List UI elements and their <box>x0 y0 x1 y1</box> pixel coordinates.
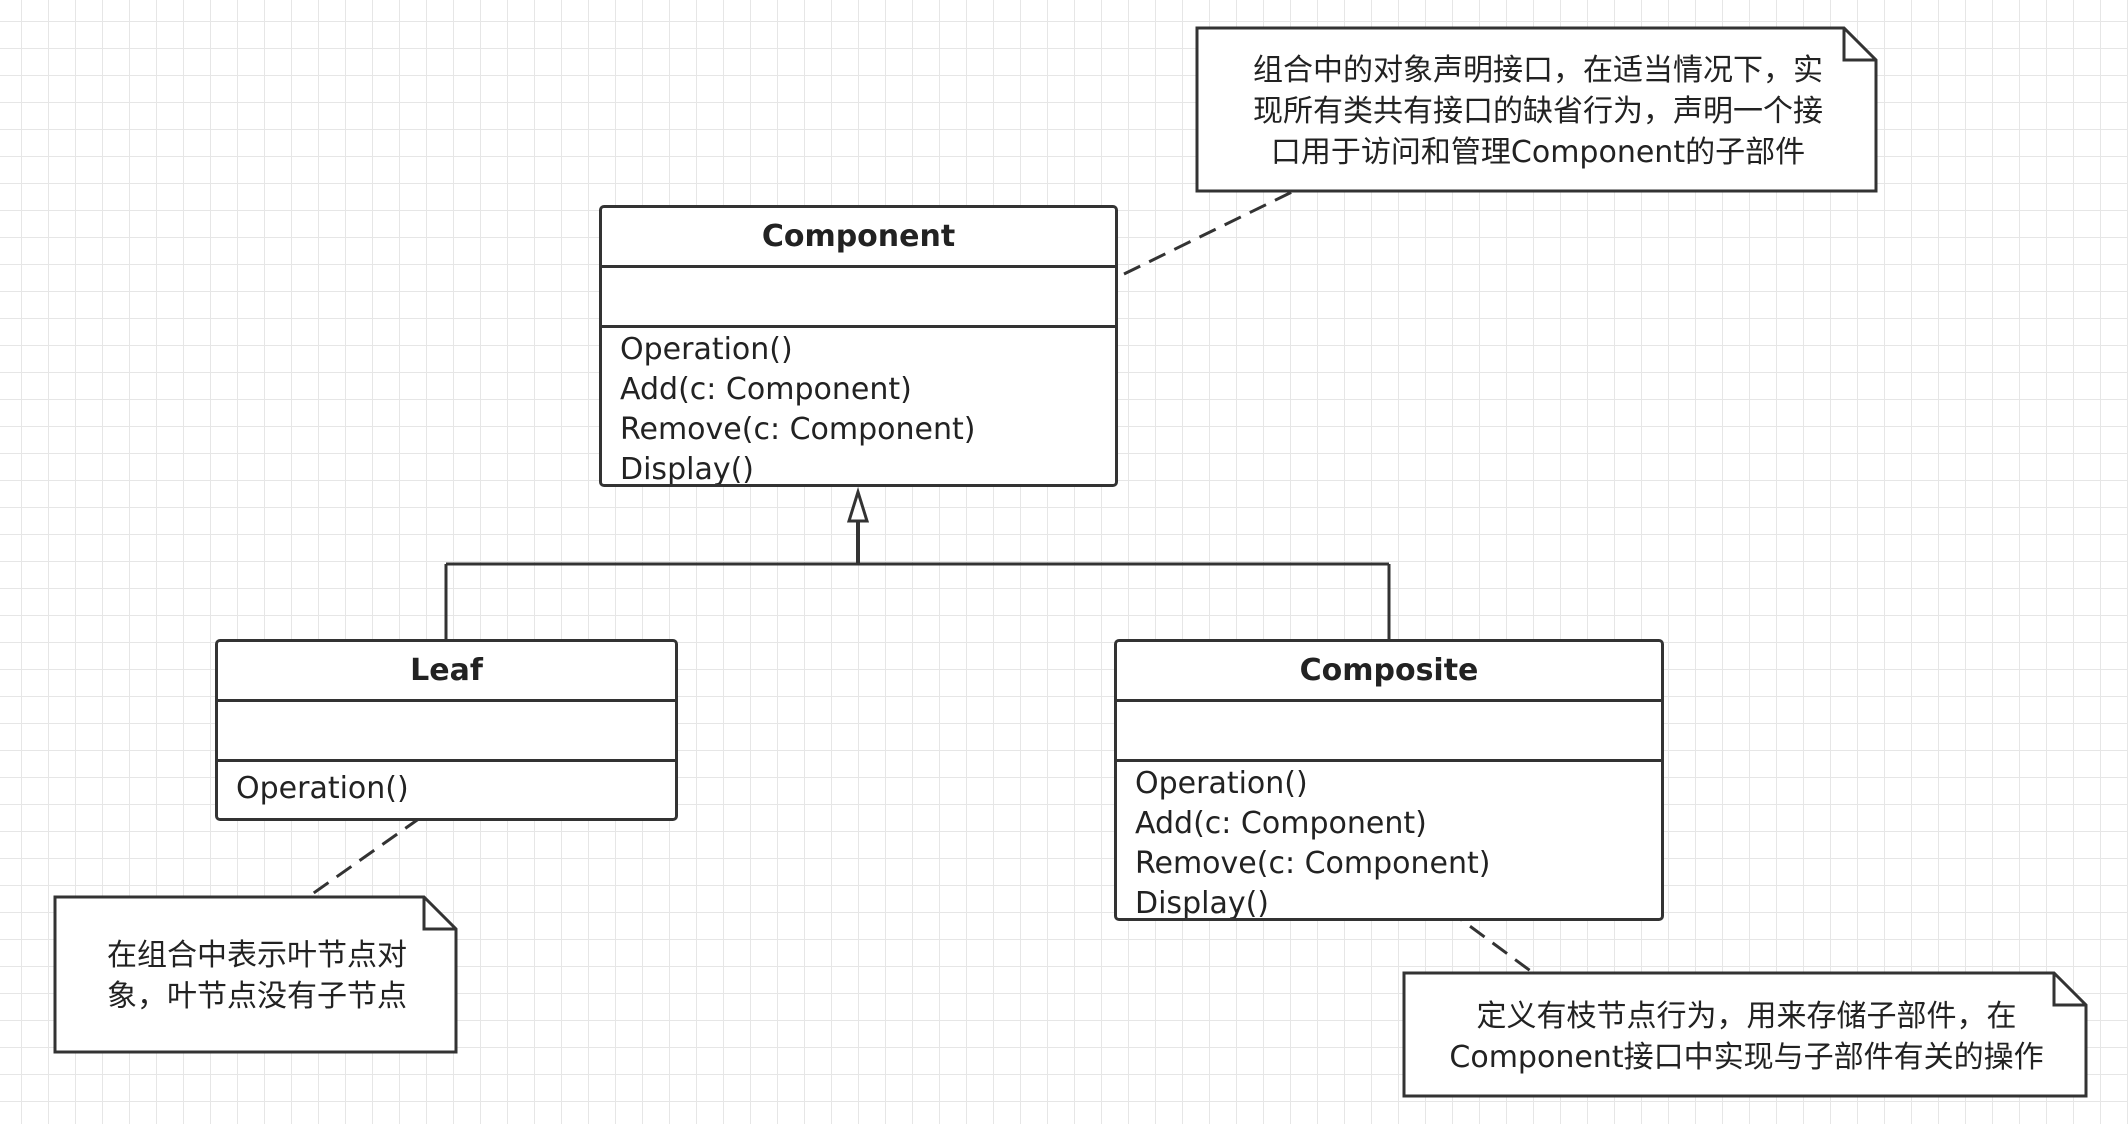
composite-note-shape <box>1402 971 2088 1098</box>
component-note-shape <box>1195 26 1878 193</box>
component-note[interactable]: 组合中的对象声明接口，在适当情况下，实 现所有类共有接口的缺省行为，声明一个接 … <box>1200 50 1876 173</box>
composite-class-name: Composite <box>1117 642 1661 702</box>
composite-operation: Add(c: Component) <box>1135 806 1427 841</box>
component-operation: Operation() <box>620 332 793 367</box>
component-operation: Add(c: Component) <box>620 372 912 407</box>
composite-operation: Remove(c: Component) <box>1135 846 1491 881</box>
composite-note-line: Component接口中实现与子部件有关的操作 <box>1449 1040 2044 1075</box>
leaf-class[interactable]: Leaf Operation() <box>215 639 678 821</box>
component-operation: Remove(c: Component) <box>620 412 976 447</box>
composite-operation: Operation() <box>1135 766 1308 801</box>
leaf-note-line: 象，叶节点没有子节点 <box>107 979 407 1014</box>
leaf-note-anchor <box>307 816 421 899</box>
composite-note-anchor <box>1424 891 1533 974</box>
composite-note-line: 定义有枝节点行为，用来存储子部件，在 <box>1476 999 2017 1034</box>
component-note-anchor <box>1123 189 1295 276</box>
component-class-name: Component <box>602 208 1115 268</box>
composite-operation: Display() <box>1135 886 1269 921</box>
component-attributes-compartment <box>602 268 1115 328</box>
leaf-note[interactable]: 在组合中表示叶节点对 象，叶节点没有子节点 <box>58 935 456 1017</box>
component-class[interactable]: Component Operation() Add(c: Component) … <box>599 205 1118 487</box>
leaf-attributes-compartment <box>218 702 675 762</box>
leaf-note-line: 在组合中表示叶节点对 <box>107 938 407 973</box>
composite-note[interactable]: 定义有枝节点行为，用来存储子部件，在 Component接口中实现与子部件有关的… <box>1407 996 2086 1078</box>
composite-operations-compartment: Operation() Add(c: Component) Remove(c: … <box>1117 762 1661 921</box>
leaf-class-name: Leaf <box>218 642 675 702</box>
component-note-line: 现所有类共有接口的缺省行为，声明一个接 <box>1253 94 1823 129</box>
component-operation: Display() <box>620 452 754 487</box>
component-note-line: 口用于访问和管理Component的子部件 <box>1270 135 1806 170</box>
composite-class[interactable]: Composite Operation() Add(c: Component) … <box>1114 639 1664 921</box>
leaf-note-shape <box>53 895 458 1054</box>
composite-attributes-compartment <box>1117 702 1661 762</box>
component-operations-compartment: Operation() Add(c: Component) Remove(c: … <box>602 328 1115 487</box>
leaf-operations-compartment: Operation() <box>218 762 675 809</box>
leaf-operation: Operation() <box>236 771 409 806</box>
generalization-arrowhead <box>846 486 870 523</box>
component-note-line: 组合中的对象声明接口，在适当情况下，实 <box>1253 53 1823 88</box>
